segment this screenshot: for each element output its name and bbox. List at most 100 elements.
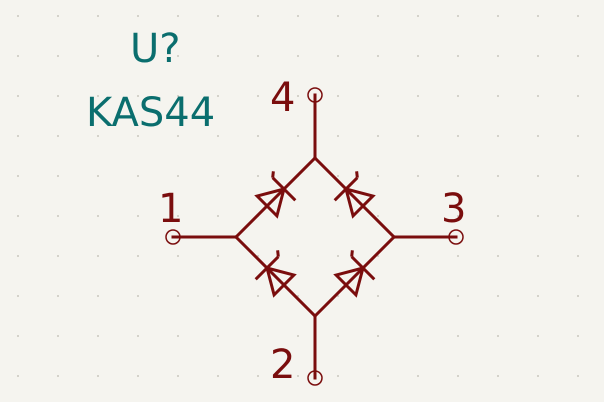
grid-dot	[97, 175, 99, 177]
grid-dot	[217, 335, 219, 337]
grid-dot	[17, 255, 19, 257]
grid-dot	[17, 135, 19, 137]
grid-dot	[537, 15, 539, 17]
grid-dot	[137, 55, 139, 57]
grid-dot	[257, 175, 259, 177]
grid-dot	[177, 15, 179, 17]
grid-dot	[577, 375, 579, 377]
pin-number-1: 1	[158, 186, 183, 232]
grid-dot	[97, 295, 99, 297]
grid-dot	[217, 255, 219, 257]
grid-dot	[377, 15, 379, 17]
grid-dot	[377, 135, 379, 137]
component-value[interactable]: KAS44	[86, 90, 215, 136]
grid-dot	[57, 295, 59, 297]
grid-dot	[537, 255, 539, 257]
reference-designator[interactable]: U?	[130, 26, 181, 72]
grid-dot	[537, 295, 539, 297]
pin-3-connection-point[interactable]	[448, 229, 464, 245]
grid-dot	[177, 175, 179, 177]
grid-dot	[497, 55, 499, 57]
grid-dot	[137, 95, 139, 97]
grid-dot	[57, 215, 59, 217]
grid-dot	[177, 255, 179, 257]
grid-dot	[17, 375, 19, 377]
grid-dot	[337, 255, 339, 257]
grid-dot	[97, 255, 99, 257]
pin-1-connection-point[interactable]	[165, 229, 181, 245]
grid-dot	[57, 335, 59, 337]
grid-dot	[137, 175, 139, 177]
grid-dot	[97, 135, 99, 137]
diode-upper-right[interactable]	[331, 171, 377, 219]
grid-dot	[377, 335, 379, 337]
grid-dot	[137, 375, 139, 377]
grid-dot	[177, 375, 179, 377]
grid-dot	[417, 175, 419, 177]
grid-dot	[337, 95, 339, 97]
grid-dot	[57, 55, 59, 57]
grid-dot	[457, 175, 459, 177]
grid-dot	[217, 295, 219, 297]
grid-dot	[57, 255, 59, 257]
grid-dot	[297, 215, 299, 217]
grid-dot	[177, 135, 179, 137]
grid-dot	[417, 15, 419, 17]
grid-dot	[417, 95, 419, 97]
grid-dot	[497, 135, 499, 137]
grid-dot	[577, 175, 579, 177]
grid-dot	[537, 135, 539, 137]
grid-dot	[337, 375, 339, 377]
grid-dot	[377, 215, 379, 217]
diode-lower-left[interactable]	[252, 250, 298, 298]
grid-dot	[377, 295, 379, 297]
grid-dot	[137, 335, 139, 337]
grid-dots	[17, 15, 579, 377]
grid-dot	[497, 15, 499, 17]
grid-dot	[537, 215, 539, 217]
grid-dot	[57, 15, 59, 17]
grid-dot	[137, 215, 139, 217]
grid-dot	[337, 15, 339, 17]
grid-dot	[217, 215, 219, 217]
grid-dot	[177, 295, 179, 297]
pin-number-3: 3	[441, 186, 466, 232]
bridge-edge-lower-right	[312, 234, 397, 319]
grid-dot	[417, 215, 419, 217]
grid-dot	[297, 95, 299, 97]
grid-dot	[217, 135, 219, 137]
grid-dot	[17, 295, 19, 297]
grid-dot	[497, 375, 499, 377]
grid-dot	[577, 95, 579, 97]
grid-dot	[497, 215, 499, 217]
grid-dot	[217, 375, 219, 377]
pin-2-connection-point[interactable]	[307, 370, 323, 386]
diode-upper-left[interactable]	[253, 171, 299, 219]
grid-dot	[337, 55, 339, 57]
grid-dot	[537, 95, 539, 97]
grid-dot	[457, 15, 459, 17]
grid-dot	[537, 375, 539, 377]
grid-dot	[97, 335, 99, 337]
grid-dot	[417, 375, 419, 377]
grid-dot	[57, 95, 59, 97]
grid-dot	[497, 255, 499, 257]
pin-4-connection-point[interactable]	[307, 87, 323, 103]
pin-number-4: 4	[270, 75, 295, 121]
grid-dot	[97, 215, 99, 217]
grid-dot	[217, 55, 219, 57]
grid-dot	[457, 215, 459, 217]
grid-dot	[217, 175, 219, 177]
grid-dot	[17, 95, 19, 97]
grid-dot	[537, 335, 539, 337]
grid-dot	[417, 295, 419, 297]
grid-dot	[337, 215, 339, 217]
grid-dot	[457, 335, 459, 337]
grid-dot	[257, 375, 259, 377]
grid-dot	[177, 335, 179, 337]
grid-dot	[137, 15, 139, 17]
grid-dot	[577, 15, 579, 17]
diode-lower-right[interactable]	[332, 250, 378, 298]
grid-dot	[257, 15, 259, 17]
